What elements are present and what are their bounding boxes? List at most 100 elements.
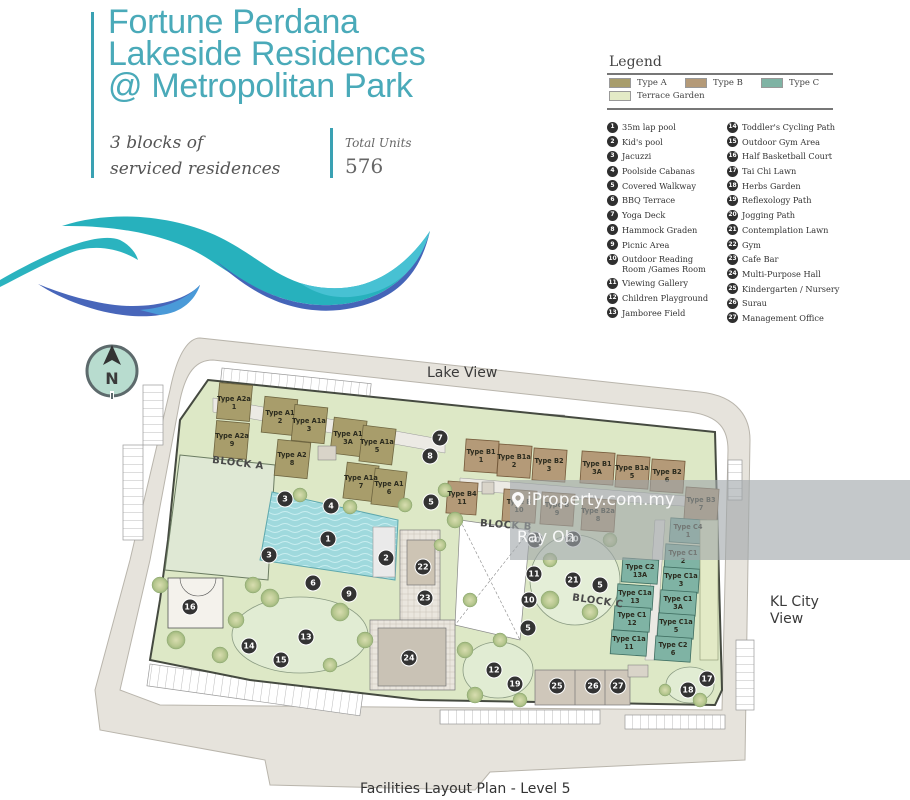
total-units-label: Total Units <box>345 136 412 150</box>
facility-label: Viewing Gallery <box>622 278 689 289</box>
unit-type: Type A2a <box>215 432 249 440</box>
landscape-trees <box>151 482 708 708</box>
unit-number: 3A <box>343 438 353 446</box>
unit-number: 13A <box>632 571 648 579</box>
facility-legend-item: 25 Kindergarten / Nursery <box>727 283 845 295</box>
facility-map-pin: 24 <box>400 649 418 667</box>
type-b-label: Type B <box>713 78 743 88</box>
unit-number: 9 <box>229 440 235 448</box>
kl-view-line-2: View <box>770 611 804 627</box>
facility-number-badge: 20 <box>727 209 738 221</box>
facility-number-badge: 27 <box>727 312 738 324</box>
facility-number-badge: 22 <box>727 239 738 250</box>
facility-map-pin: 17 <box>698 670 716 688</box>
block-a-units <box>213 382 408 509</box>
facility-number-badge: 8 <box>607 224 618 236</box>
facility-label: Contemplation Lawn <box>742 224 829 235</box>
facility-label: 35m lap pool <box>622 122 676 132</box>
facility-label: Poolside Cabanas <box>622 166 695 177</box>
unit-number: 1 <box>478 456 484 464</box>
unit-number: 5 <box>673 626 679 634</box>
unit-number: 3 <box>546 465 552 473</box>
total-units-value: 576 <box>345 154 384 178</box>
facility-legend-item: 20 Jogging Path <box>727 209 845 221</box>
facility-number-badge: 14 <box>727 121 738 133</box>
facility-label: Reflexology Path <box>742 195 812 206</box>
unit-type: Type A1 <box>265 409 295 417</box>
facility-number-badge: 9 <box>607 239 618 250</box>
facility-label: Jogging Path <box>742 210 796 221</box>
watermark-agent-name: Ray Oh <box>517 527 575 546</box>
unit-type: Type A1 <box>333 430 363 438</box>
facility-label: Herbs Garden <box>742 180 801 191</box>
unit-number: 2 <box>680 557 686 565</box>
legend-unit-types: Type A Type B Type C Terrace Garden <box>607 75 833 105</box>
facility-map-pin: 16 <box>181 598 199 616</box>
facility-label: Jacuzzi <box>622 151 652 162</box>
unit-number: 2 <box>277 417 283 425</box>
facility-label: Tai Chi Lawn <box>742 166 797 177</box>
facility-number-badge: 26 <box>727 297 738 309</box>
legend-terrace-garden: Terrace Garden <box>609 91 705 101</box>
facility-number-badge: 12 <box>607 292 618 304</box>
unit-type: Type B1a <box>497 453 531 461</box>
unit-type: Type A2a <box>217 395 251 403</box>
kl-city-view-label: KL City View <box>770 594 819 628</box>
facility-map-pin: 13 <box>297 628 315 646</box>
legend-divider <box>607 108 833 110</box>
facility-map-pin: 21 <box>564 571 582 589</box>
project-subtitle: 3 blocks of serviced residences <box>110 130 280 182</box>
title-accent-bar <box>91 12 94 178</box>
facility-map-pin: 18 <box>679 681 697 699</box>
type-a-label: Type A <box>637 78 667 88</box>
title-line-3: @ Metropolitan Park <box>108 67 413 105</box>
unit-type: Type A2 <box>277 451 307 459</box>
legend-divider <box>607 73 833 75</box>
facility-number-badge: 2 <box>607 136 618 148</box>
legend-type-b: Type B <box>685 78 761 88</box>
facility-number-badge: 25 <box>727 283 738 295</box>
facility-label: Kindergarten / Nursery <box>742 283 840 294</box>
unit-type: Type C1a <box>664 572 698 580</box>
facility-label: Outdoor Reading Room /Games Room <box>622 254 706 275</box>
subtitle-line-2: serviced residences <box>110 159 281 179</box>
facility-map-pin: 4 <box>322 497 340 515</box>
facility-map-pin: 5 <box>422 493 440 511</box>
type-a-swatch <box>609 78 631 88</box>
unit-type: Type B2 <box>534 457 564 465</box>
facility-map-pin: 3 <box>260 546 278 564</box>
subtitle-line-1: 3 blocks of <box>110 133 204 153</box>
unit-type: Type C1a <box>618 589 652 597</box>
location-pin-icon <box>512 492 524 508</box>
unit-type: Type C1a <box>612 635 646 643</box>
unit-type: Type A1a <box>360 438 394 446</box>
facility-number-badge: 15 <box>727 136 738 148</box>
unit-number: 5 <box>629 472 635 480</box>
facility-map-pin: 11 <box>525 565 543 583</box>
plan-caption: Facilities Layout Plan - Level 5 <box>360 781 571 797</box>
facility-label: Kid's pool <box>622 136 663 147</box>
